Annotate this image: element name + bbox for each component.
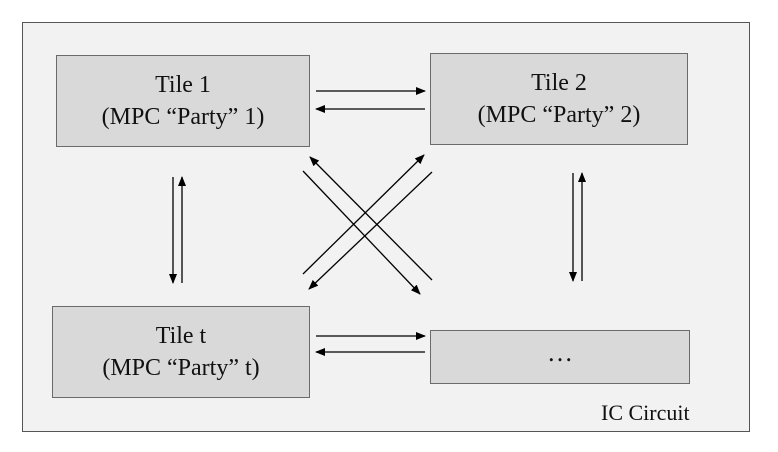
tile-2-title: Tile 2 bbox=[531, 70, 587, 96]
tile-1-title: Tile 1 bbox=[155, 72, 211, 98]
tile-t-box: Tile t (MPC “Party” t) bbox=[52, 306, 310, 398]
tile-1-box: Tile 1 (MPC “Party” 1) bbox=[56, 55, 310, 147]
ellipsis-tile-box: … bbox=[430, 330, 690, 384]
tile-t-party-label: (MPC “Party” t) bbox=[102, 355, 260, 381]
ellipsis-text: … bbox=[547, 338, 573, 367]
tile-2-party-label: (MPC “Party” 2) bbox=[477, 102, 641, 128]
tile-2-box: Tile 2 (MPC “Party” 2) bbox=[430, 53, 688, 145]
tile-1-party-label: (MPC “Party” 1) bbox=[101, 104, 265, 130]
ic-circuit-label: IC Circuit bbox=[601, 400, 690, 425]
tile-t-title: Tile t bbox=[155, 323, 207, 349]
